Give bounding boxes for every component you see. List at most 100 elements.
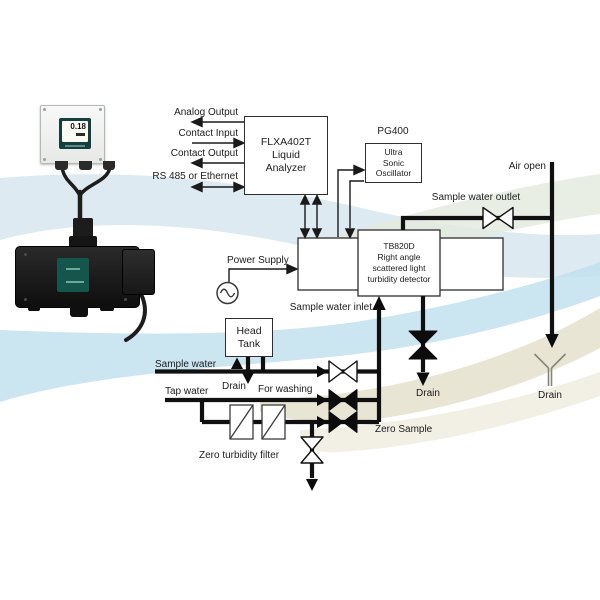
converter-cable-right: [79, 165, 112, 196]
converter-display-screen: 0.18: [62, 121, 88, 142]
flow-arrows: [231, 296, 559, 491]
head-tank-box: Head Tank: [225, 318, 273, 357]
detector-top-collar: [69, 236, 97, 248]
arrow-right-washing-line: [317, 394, 328, 406]
oscillator-in-line: [337, 169, 354, 237]
for-washing-label: For washing: [258, 384, 313, 395]
arrow-down-link1: [299, 228, 311, 240]
arrow-down-tank-drain: [242, 372, 254, 384]
oscillator-box: Ultra Sonic Oscillator: [365, 143, 422, 183]
analyzer-box: FLXA402T Liquid Analyzer: [244, 116, 328, 195]
detector-photo: [15, 246, 140, 308]
screw-icon: [24, 298, 27, 301]
arrow-up-sample-inlet: [372, 296, 386, 310]
valve-sample-outlet-open: [482, 206, 514, 230]
air-open-label: Air open: [508, 161, 546, 172]
brand-strip: [65, 145, 85, 147]
air-drain-label: Drain: [538, 390, 562, 401]
converter-display-bezel: 0.18: [59, 118, 91, 149]
power-supply-line: [228, 268, 287, 282]
detector-foot: [100, 306, 114, 311]
arrow-down-air-drain: [545, 334, 559, 348]
tank-drain-label: Drain: [222, 381, 246, 392]
cable-gland-icon: [79, 161, 92, 170]
valves: [300, 206, 514, 464]
rs485-label: RS 485 or Ethernet: [152, 171, 238, 182]
oscillator-out-line: [349, 180, 364, 228]
analog-output-label: Analog Output: [174, 107, 238, 118]
tap-water-label: Tap water: [165, 386, 209, 397]
valve-filter-drain-open: [300, 436, 324, 464]
arrow-up-link1: [299, 193, 311, 205]
funnel-drain-icon: [533, 353, 567, 386]
arrow-down-detector-drain: [416, 372, 430, 386]
detector-side-cable: [124, 292, 147, 342]
arrow-right-zero-line: [317, 416, 328, 428]
nameplate-text-line: [66, 281, 84, 283]
arrow-right-contact-input: [233, 137, 246, 149]
screw-icon: [99, 158, 102, 161]
arrow-up-link2: [311, 193, 323, 205]
sample-water-outlet-label: Sample water outlet: [431, 192, 521, 203]
power-supply-label: Power Supply: [227, 255, 289, 266]
detector-box-text: TB820D Right angle scattered light turbi…: [358, 230, 440, 296]
arrow-right-rs485: [233, 181, 246, 193]
oscillator-line2: Sonic: [382, 157, 405, 168]
arrow-down-filter-drain: [306, 479, 318, 491]
screw-icon: [43, 108, 46, 111]
contact-output-label: Contact Output: [170, 148, 238, 159]
analyzer-model: FLXA402T: [260, 136, 312, 148]
zero-sample-label: Zero Sample: [375, 424, 433, 435]
converter-cable-left: [60, 165, 81, 196]
arrow-left-analog: [190, 116, 203, 128]
display-bar-icon: [76, 133, 85, 136]
detector-line4: turbidity detector: [367, 274, 431, 284]
zero-turbidity-filter-label: Zero turbidity filter: [199, 450, 280, 461]
detector-model: TB820D: [383, 241, 415, 251]
head-tank-line2: Tank: [237, 337, 261, 350]
sample-water-label: Sample water: [155, 359, 217, 370]
screw-icon: [43, 158, 46, 161]
detector-box: [357, 229, 441, 297]
arrow-up-tank-feed: [231, 357, 243, 369]
background-wave-bottom-beige: [299, 372, 600, 453]
converter-reading: 0.18: [70, 122, 86, 131]
arrow-down-link2: [311, 228, 323, 240]
detector-line3: scattered light: [372, 263, 426, 273]
zero-turbidity-filters: [229, 404, 286, 440]
oscillator-line3: Oscillator: [375, 168, 412, 179]
valve-detector-drain-closed: [408, 330, 438, 360]
detector-bottom-gland: [70, 306, 88, 317]
ac-power-icon: [216, 281, 239, 305]
arrow-right-power: [286, 263, 299, 275]
valve-sample-inlet-open: [328, 360, 358, 383]
head-tank-line1: Head: [236, 324, 262, 337]
cable-gland-icon: [103, 161, 115, 170]
converter-photo: 0.18: [40, 105, 105, 164]
arrow-left-rs485: [190, 181, 203, 193]
arrow-right-sample-line: [317, 365, 328, 378]
filter-2-diagonal: [261, 404, 286, 440]
detector-nameplate: [57, 258, 89, 292]
detector-line2: Right angle: [377, 252, 421, 262]
background-wave-bottom-cyan: [0, 262, 600, 402]
detector-foot: [28, 306, 40, 311]
screw-icon: [124, 298, 127, 301]
arrow-right-oscillator: [353, 164, 366, 176]
oscillator-line1: Ultra: [384, 147, 403, 158]
valve-zero-sample-closed: [328, 411, 358, 433]
arrow-down-oscillator-out: [344, 228, 356, 240]
contact-input-label: Contact Input: [178, 128, 238, 139]
oscillator-tag: PG400: [377, 126, 409, 137]
cable-gland-icon: [55, 161, 68, 170]
background-wave-beige: [260, 308, 600, 423]
filter-1-diagonal: [229, 404, 254, 440]
nameplate-text-line: [66, 268, 80, 270]
analyzer-line2: Liquid: [271, 149, 301, 161]
screw-icon: [24, 253, 27, 256]
arrow-left-contact-output: [190, 157, 203, 169]
screw-icon: [99, 108, 102, 111]
detector-drain-label: Drain: [416, 388, 440, 399]
